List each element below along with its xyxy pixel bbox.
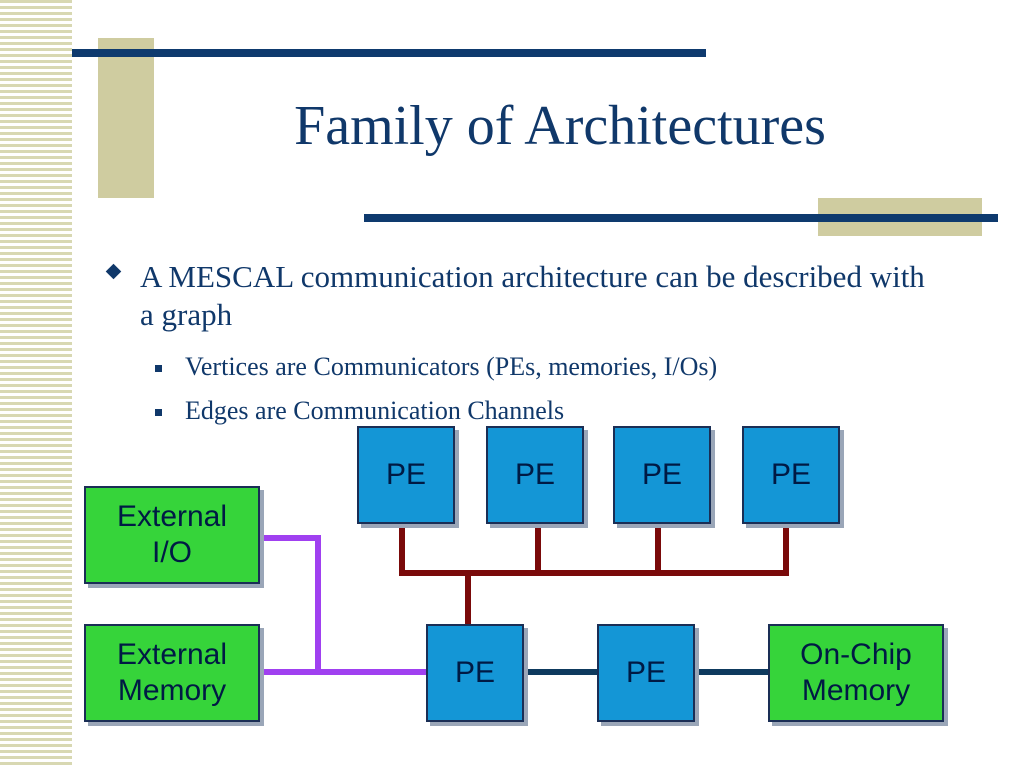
io-line — [258, 535, 321, 672]
khaki-block-left — [98, 38, 154, 198]
title-rule-top — [72, 49, 706, 57]
external-io-box: External I/O — [84, 486, 260, 584]
pe-center: PE — [426, 624, 524, 722]
external-memory-box: External Memory — [84, 624, 260, 722]
slide-title: Family of Architectures — [294, 95, 826, 157]
sub-bullet-text: Vertices are Communicators (PEs, memorie… — [185, 352, 718, 381]
square-bullet-icon — [155, 409, 162, 416]
main-bullet-text: A MESCAL communication architecture can … — [140, 259, 925, 332]
pe-top-2: PE — [486, 426, 584, 524]
title-rule-bottom — [364, 214, 998, 222]
pe-right: PE — [597, 624, 695, 722]
pe-bus-lines — [399, 520, 789, 624]
external-lines — [258, 535, 428, 675]
sub-bullet-text: Edges are Communication Channels — [185, 396, 565, 425]
square-bullet-icon — [155, 365, 162, 372]
striped-margin — [0, 0, 72, 768]
pe-top-4: PE — [742, 426, 840, 524]
onchip-memory-box: On-Chip Memory — [768, 624, 944, 722]
pe-top-3: PE — [613, 426, 711, 524]
pe-top-1: PE — [357, 426, 455, 524]
